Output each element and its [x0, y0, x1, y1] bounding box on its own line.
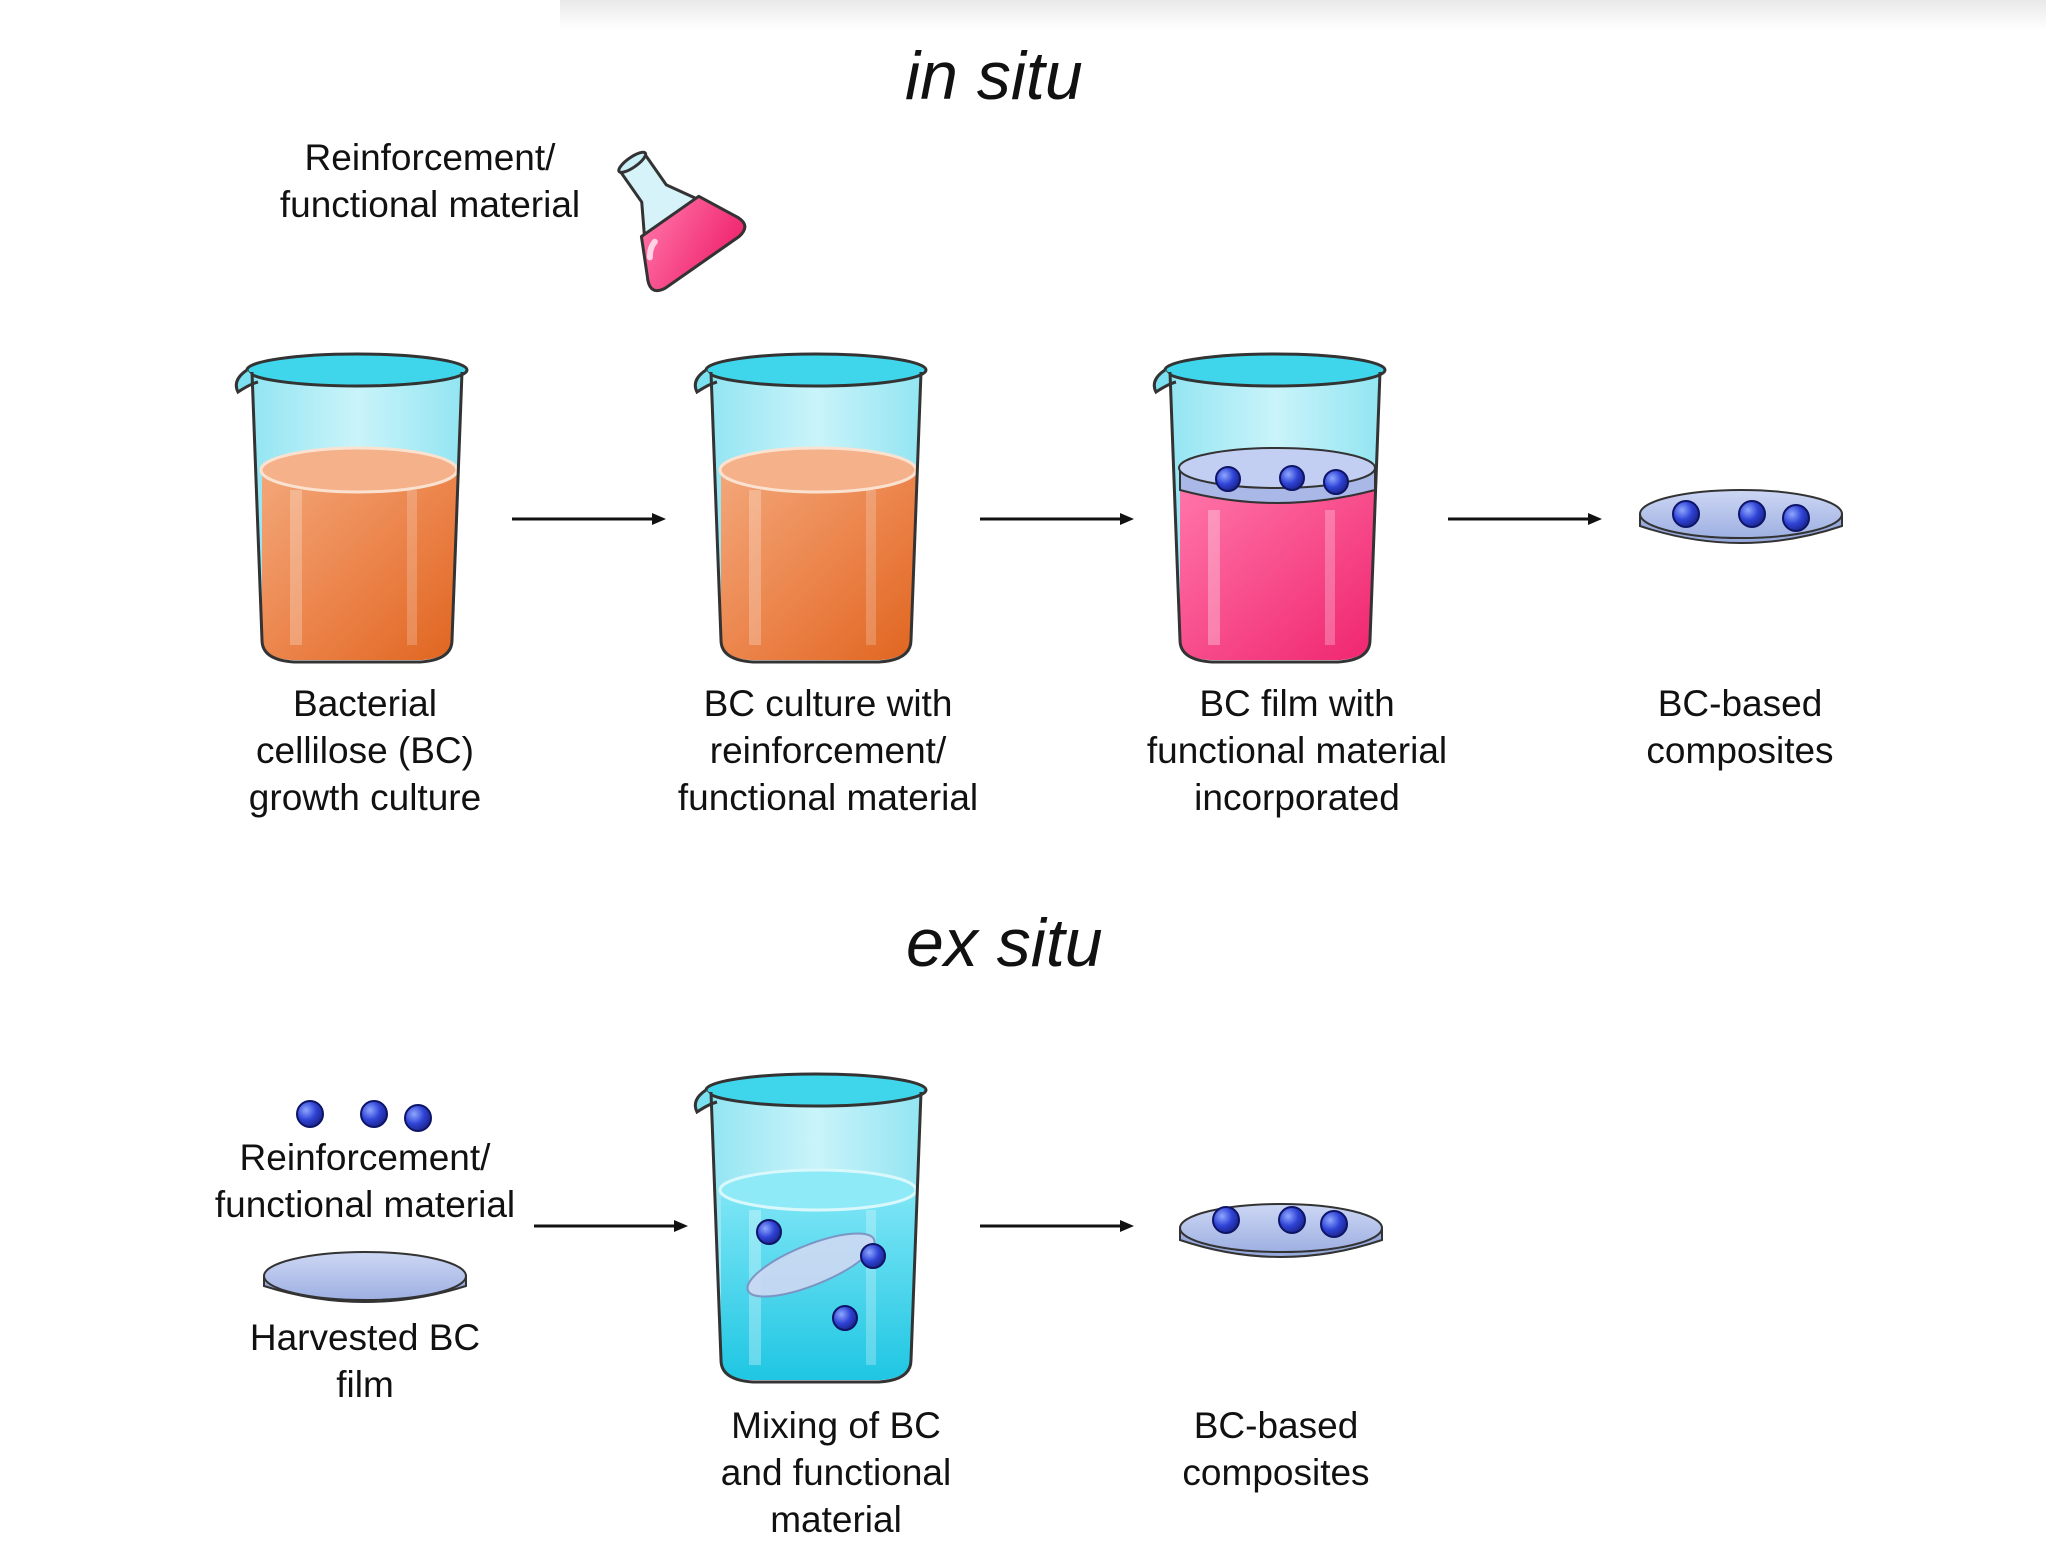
arrow-icon — [534, 1220, 688, 1232]
arrow-icon — [980, 1220, 1134, 1232]
reinforcement-particles — [296, 1100, 432, 1132]
ex-situ-title: ex situ — [906, 905, 1103, 981]
in-situ-title: in situ — [905, 38, 1083, 114]
reinforcement-label: Reinforcement/ functional material — [214, 1137, 516, 1225]
top-shadow — [560, 0, 2046, 30]
beaker-growth-culture — [234, 352, 469, 664]
arrow-icon — [980, 513, 1134, 525]
harvested-film-label: Harvested BC film — [249, 1317, 481, 1405]
step-label-growth-culture: Bacterial cellilose (BC) growth culture — [248, 683, 482, 818]
step-label-culture-with-reinforcement: BC culture with reinforcement/ functiona… — [677, 683, 979, 818]
step-label-film-with-functional-material: BC film with functional material incorpo… — [1146, 683, 1448, 818]
flask-label: Reinforcement/ functional material — [279, 137, 581, 225]
beaker-mixing — [693, 1072, 928, 1384]
mixing-label: Mixing of BC and functional material — [720, 1405, 952, 1540]
step-label-bc-composites: BC-based composites — [1646, 683, 1834, 771]
result-label: BC-based composites — [1182, 1405, 1370, 1493]
composite-disc-ex-situ — [1179, 1203, 1383, 1258]
beaker-film-with-functional-material — [1152, 352, 1387, 664]
beaker-culture-with-reinforcement — [693, 352, 928, 664]
composite-disc-in-situ — [1639, 489, 1843, 544]
erlenmeyer-flask-icon — [617, 150, 747, 293]
harvested-film-disc — [263, 1251, 467, 1303]
arrow-icon — [512, 513, 666, 525]
arrow-icon — [1448, 513, 1602, 525]
